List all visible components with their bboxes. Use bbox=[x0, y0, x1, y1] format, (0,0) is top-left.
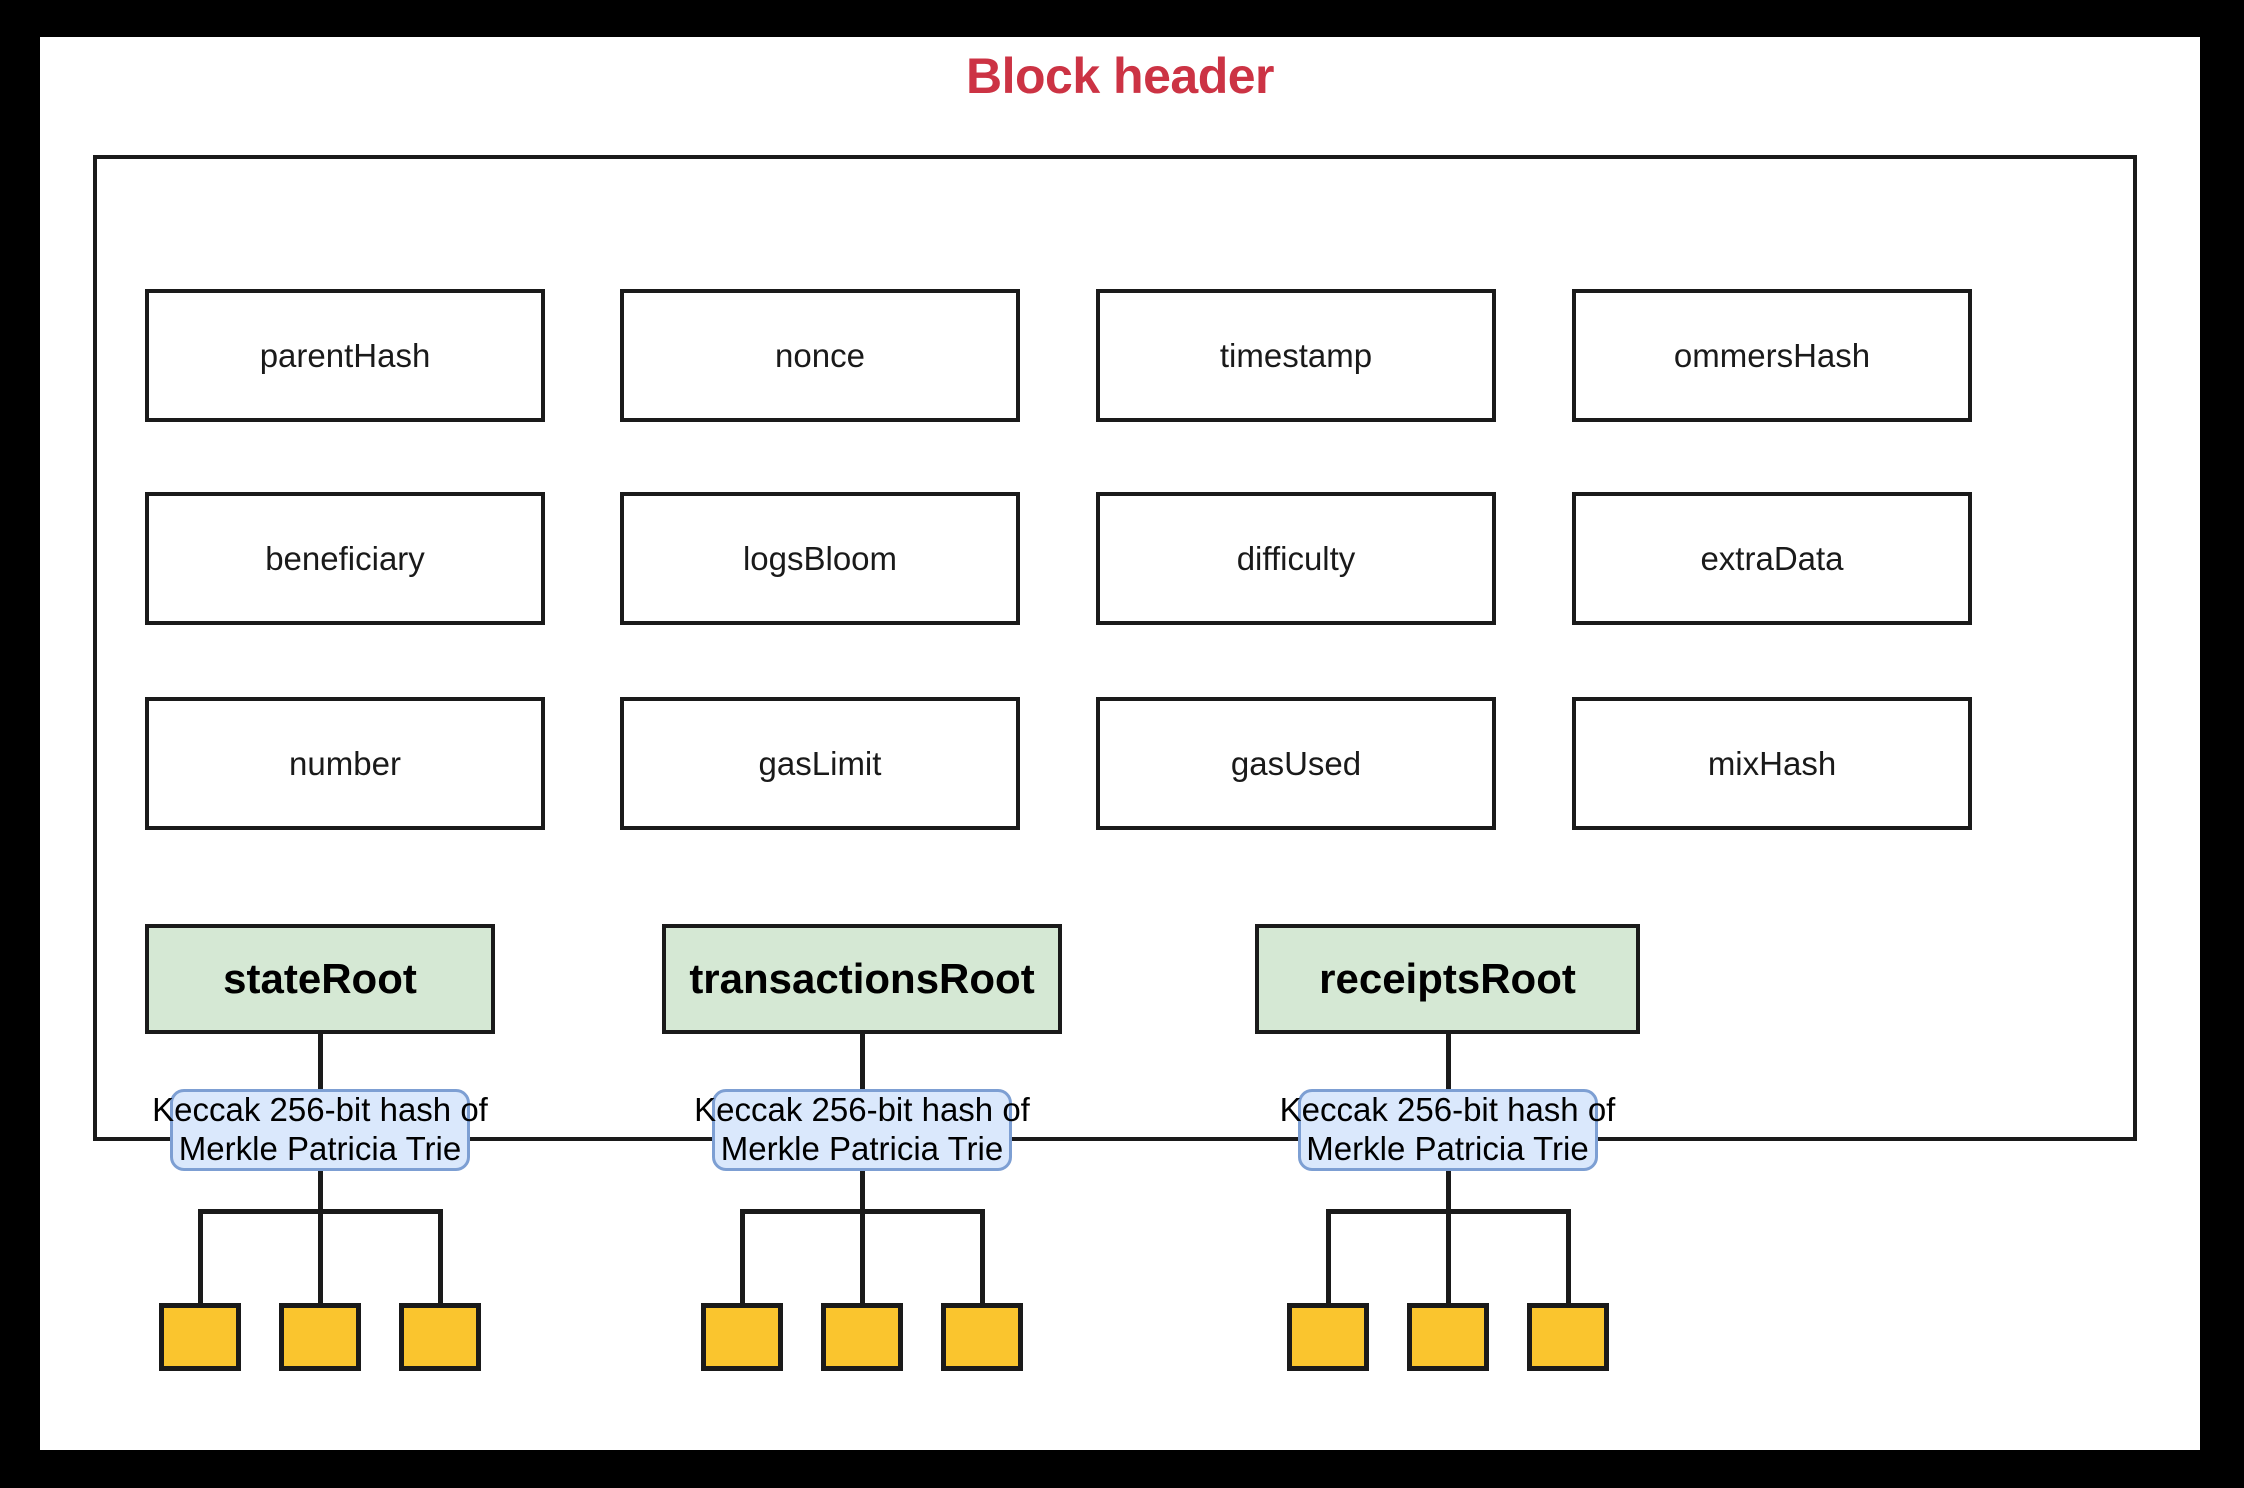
header-field-label: gasLimit bbox=[758, 744, 882, 782]
diagram-canvas: Block header parentHash nonce timestamp omm… bbox=[40, 37, 2200, 1450]
connector-root-to-callout bbox=[318, 1034, 323, 1089]
header-field-parenthash: parentHash bbox=[145, 289, 545, 422]
header-field-gaslimit: gasLimit bbox=[620, 697, 1020, 830]
trie-leaf-node bbox=[279, 1303, 361, 1371]
header-field-logsbloom: logsBloom bbox=[620, 492, 1020, 625]
header-field-label: mixHash bbox=[1707, 744, 1837, 782]
header-field-nonce: nonce bbox=[620, 289, 1020, 422]
connector-distribution-bar bbox=[1327, 1209, 1568, 1214]
header-field-difficulty: difficulty bbox=[1096, 492, 1496, 625]
header-field-extradata: extraData bbox=[1572, 492, 1972, 625]
connector-bar-to-leaf bbox=[1325, 1209, 1331, 1303]
connector-bar-to-leaf bbox=[740, 1209, 745, 1303]
trie-leaf-node bbox=[941, 1303, 1023, 1371]
root-box-receiptsroot: receiptsRoot bbox=[1255, 924, 1640, 1034]
root-box-stateroot: stateRoot bbox=[145, 924, 495, 1034]
connector-distribution-bar bbox=[200, 1209, 440, 1214]
trie-leaf-node bbox=[159, 1303, 241, 1371]
header-field-gasused: gasUsed bbox=[1096, 697, 1496, 830]
callout-line-2: Merkle Patricia Trie bbox=[178, 1130, 462, 1167]
connector-callout-to-center-leaf bbox=[318, 1171, 323, 1303]
header-field-label: nonce bbox=[775, 336, 865, 374]
root-box-label: receiptsRoot bbox=[1319, 955, 1576, 1002]
header-field-label: ommersHash bbox=[1673, 336, 1871, 374]
callout-line-2: Merkle Patricia Trie bbox=[1306, 1130, 1589, 1167]
trie-leaf-node bbox=[821, 1303, 903, 1371]
connector-bar-to-leaf bbox=[198, 1209, 203, 1303]
header-field-beneficiary: beneficiary bbox=[145, 492, 545, 625]
root-box-label: transactionsRoot bbox=[689, 955, 1035, 1002]
connector-distribution-bar bbox=[742, 1209, 982, 1214]
page-title: Block header bbox=[965, 48, 1275, 104]
connector-bar-to-leaf bbox=[1565, 1209, 1571, 1303]
header-field-label: difficulty bbox=[1236, 539, 1356, 577]
trie-leaf-node bbox=[1286, 1303, 1369, 1371]
callout-line-1: Keccak 256-bit hash of bbox=[1279, 1091, 1616, 1129]
root-box-label: stateRoot bbox=[223, 955, 417, 1002]
header-field-label: gasUsed bbox=[1230, 744, 1362, 782]
header-field-label: extraData bbox=[1700, 539, 1844, 577]
header-field-ommershash: ommersHash bbox=[1572, 289, 1972, 422]
connector-callout-to-center-leaf bbox=[860, 1171, 865, 1303]
header-field-timestamp: timestamp bbox=[1096, 289, 1496, 422]
connector-callout-to-center-leaf bbox=[1445, 1171, 1451, 1303]
header-field-label: logsBloom bbox=[742, 539, 898, 577]
connector-root-to-callout bbox=[860, 1034, 865, 1089]
connector-root-to-callout bbox=[1445, 1034, 1451, 1089]
header-field-label: timestamp bbox=[1219, 336, 1373, 374]
header-field-mixhash: mixHash bbox=[1572, 697, 1972, 830]
callout-line-1: Keccak 256-bit hash of bbox=[694, 1091, 1030, 1129]
block-header-container bbox=[93, 155, 2137, 1141]
header-field-number: number bbox=[145, 697, 545, 830]
trie-leaf-node bbox=[1526, 1303, 1609, 1371]
trie-leaf-node bbox=[701, 1303, 783, 1371]
trie-leaf-node bbox=[1406, 1303, 1489, 1371]
connector-bar-to-leaf bbox=[980, 1209, 985, 1303]
root-box-transactionsroot: transactionsRoot bbox=[662, 924, 1062, 1034]
header-field-label: number bbox=[289, 744, 401, 782]
callout-line-1: Keccak 256-bit hash of bbox=[152, 1091, 488, 1129]
header-field-label: beneficiary bbox=[265, 539, 425, 577]
callout-line-2: Merkle Patricia Trie bbox=[720, 1130, 1004, 1167]
connector-bar-to-leaf bbox=[438, 1209, 443, 1303]
trie-leaf-node bbox=[399, 1303, 481, 1371]
header-field-label: parentHash bbox=[259, 336, 431, 374]
